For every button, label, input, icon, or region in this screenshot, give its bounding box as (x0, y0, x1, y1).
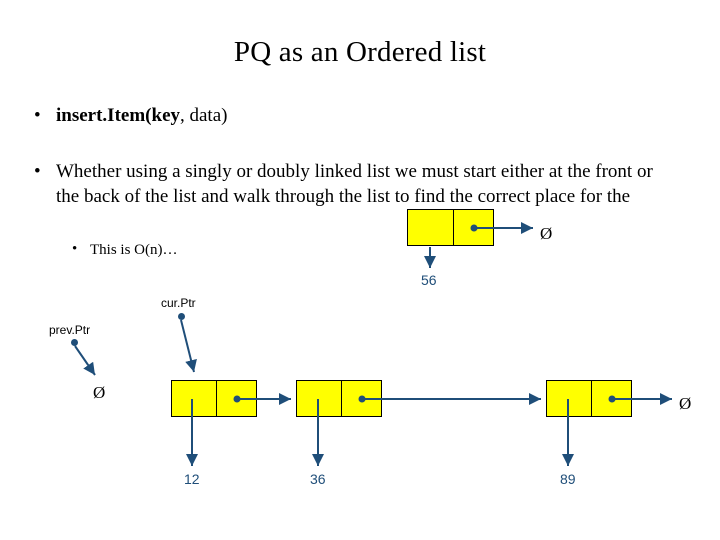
arrow-curptr-to-node-12 (180, 319, 197, 373)
label-prev-ptr: prev.Ptr (49, 323, 91, 337)
value-label-36: 36 (310, 471, 326, 487)
bullet-whether-using-text: Whether using a singly or doubly linked … (56, 161, 653, 207)
bullet-insert-item: • insert.Item(key, data) (34, 103, 654, 128)
bullet-this-is-on: • This is O(n)… (72, 240, 372, 260)
bullet-insert-item-key: key (151, 105, 181, 126)
pointer-dot-icon (608, 395, 615, 402)
bullet-whether-using: • Whether using a singly or doubly linke… (34, 159, 664, 209)
node-top (407, 209, 494, 246)
bullet-insert-item-text: insert.Item(key, data) (56, 103, 654, 128)
null-symbol-head: Ø (93, 383, 106, 402)
value-label-89: 89 (560, 471, 576, 487)
node-36 (296, 380, 382, 417)
node-89-data-cell (547, 381, 592, 416)
bullet-this-is-on-text: This is O(n)… (90, 242, 178, 258)
bullet-insert-item-rest: , data) (180, 105, 228, 126)
node-top-data-cell (408, 210, 454, 245)
null-symbol-top: Ø (540, 224, 553, 243)
bullet-marker-icon: • (34, 105, 41, 126)
node-12-pointer-cell (217, 381, 256, 416)
node-36-pointer-cell (342, 381, 381, 416)
pointer-dot-icon (358, 395, 365, 402)
bullet-insert-item-bold: insert.Item( (56, 105, 152, 126)
label-cur-ptr: cur.Ptr (161, 296, 196, 310)
prev-ptr-dot-icon (71, 339, 78, 346)
node-89-pointer-cell (592, 381, 631, 416)
pointer-dot-icon (470, 224, 477, 231)
bullet-marker-icon: • (72, 241, 78, 257)
null-symbol-tail: Ø (679, 394, 692, 413)
bullet-marker-icon: • (34, 161, 41, 182)
node-89 (546, 380, 632, 417)
value-label-56: 56 (421, 272, 437, 288)
node-12-data-cell (172, 381, 217, 416)
node-12 (171, 380, 257, 417)
page-title: PQ as an Ordered list (233, 36, 487, 68)
node-top-pointer-cell (454, 210, 493, 245)
cur-ptr-dot-icon (178, 313, 185, 320)
value-label-12: 12 (184, 471, 200, 487)
arrow-prevptr-to-null (74, 345, 96, 376)
node-36-data-cell (297, 381, 342, 416)
pointer-dot-icon (233, 395, 240, 402)
